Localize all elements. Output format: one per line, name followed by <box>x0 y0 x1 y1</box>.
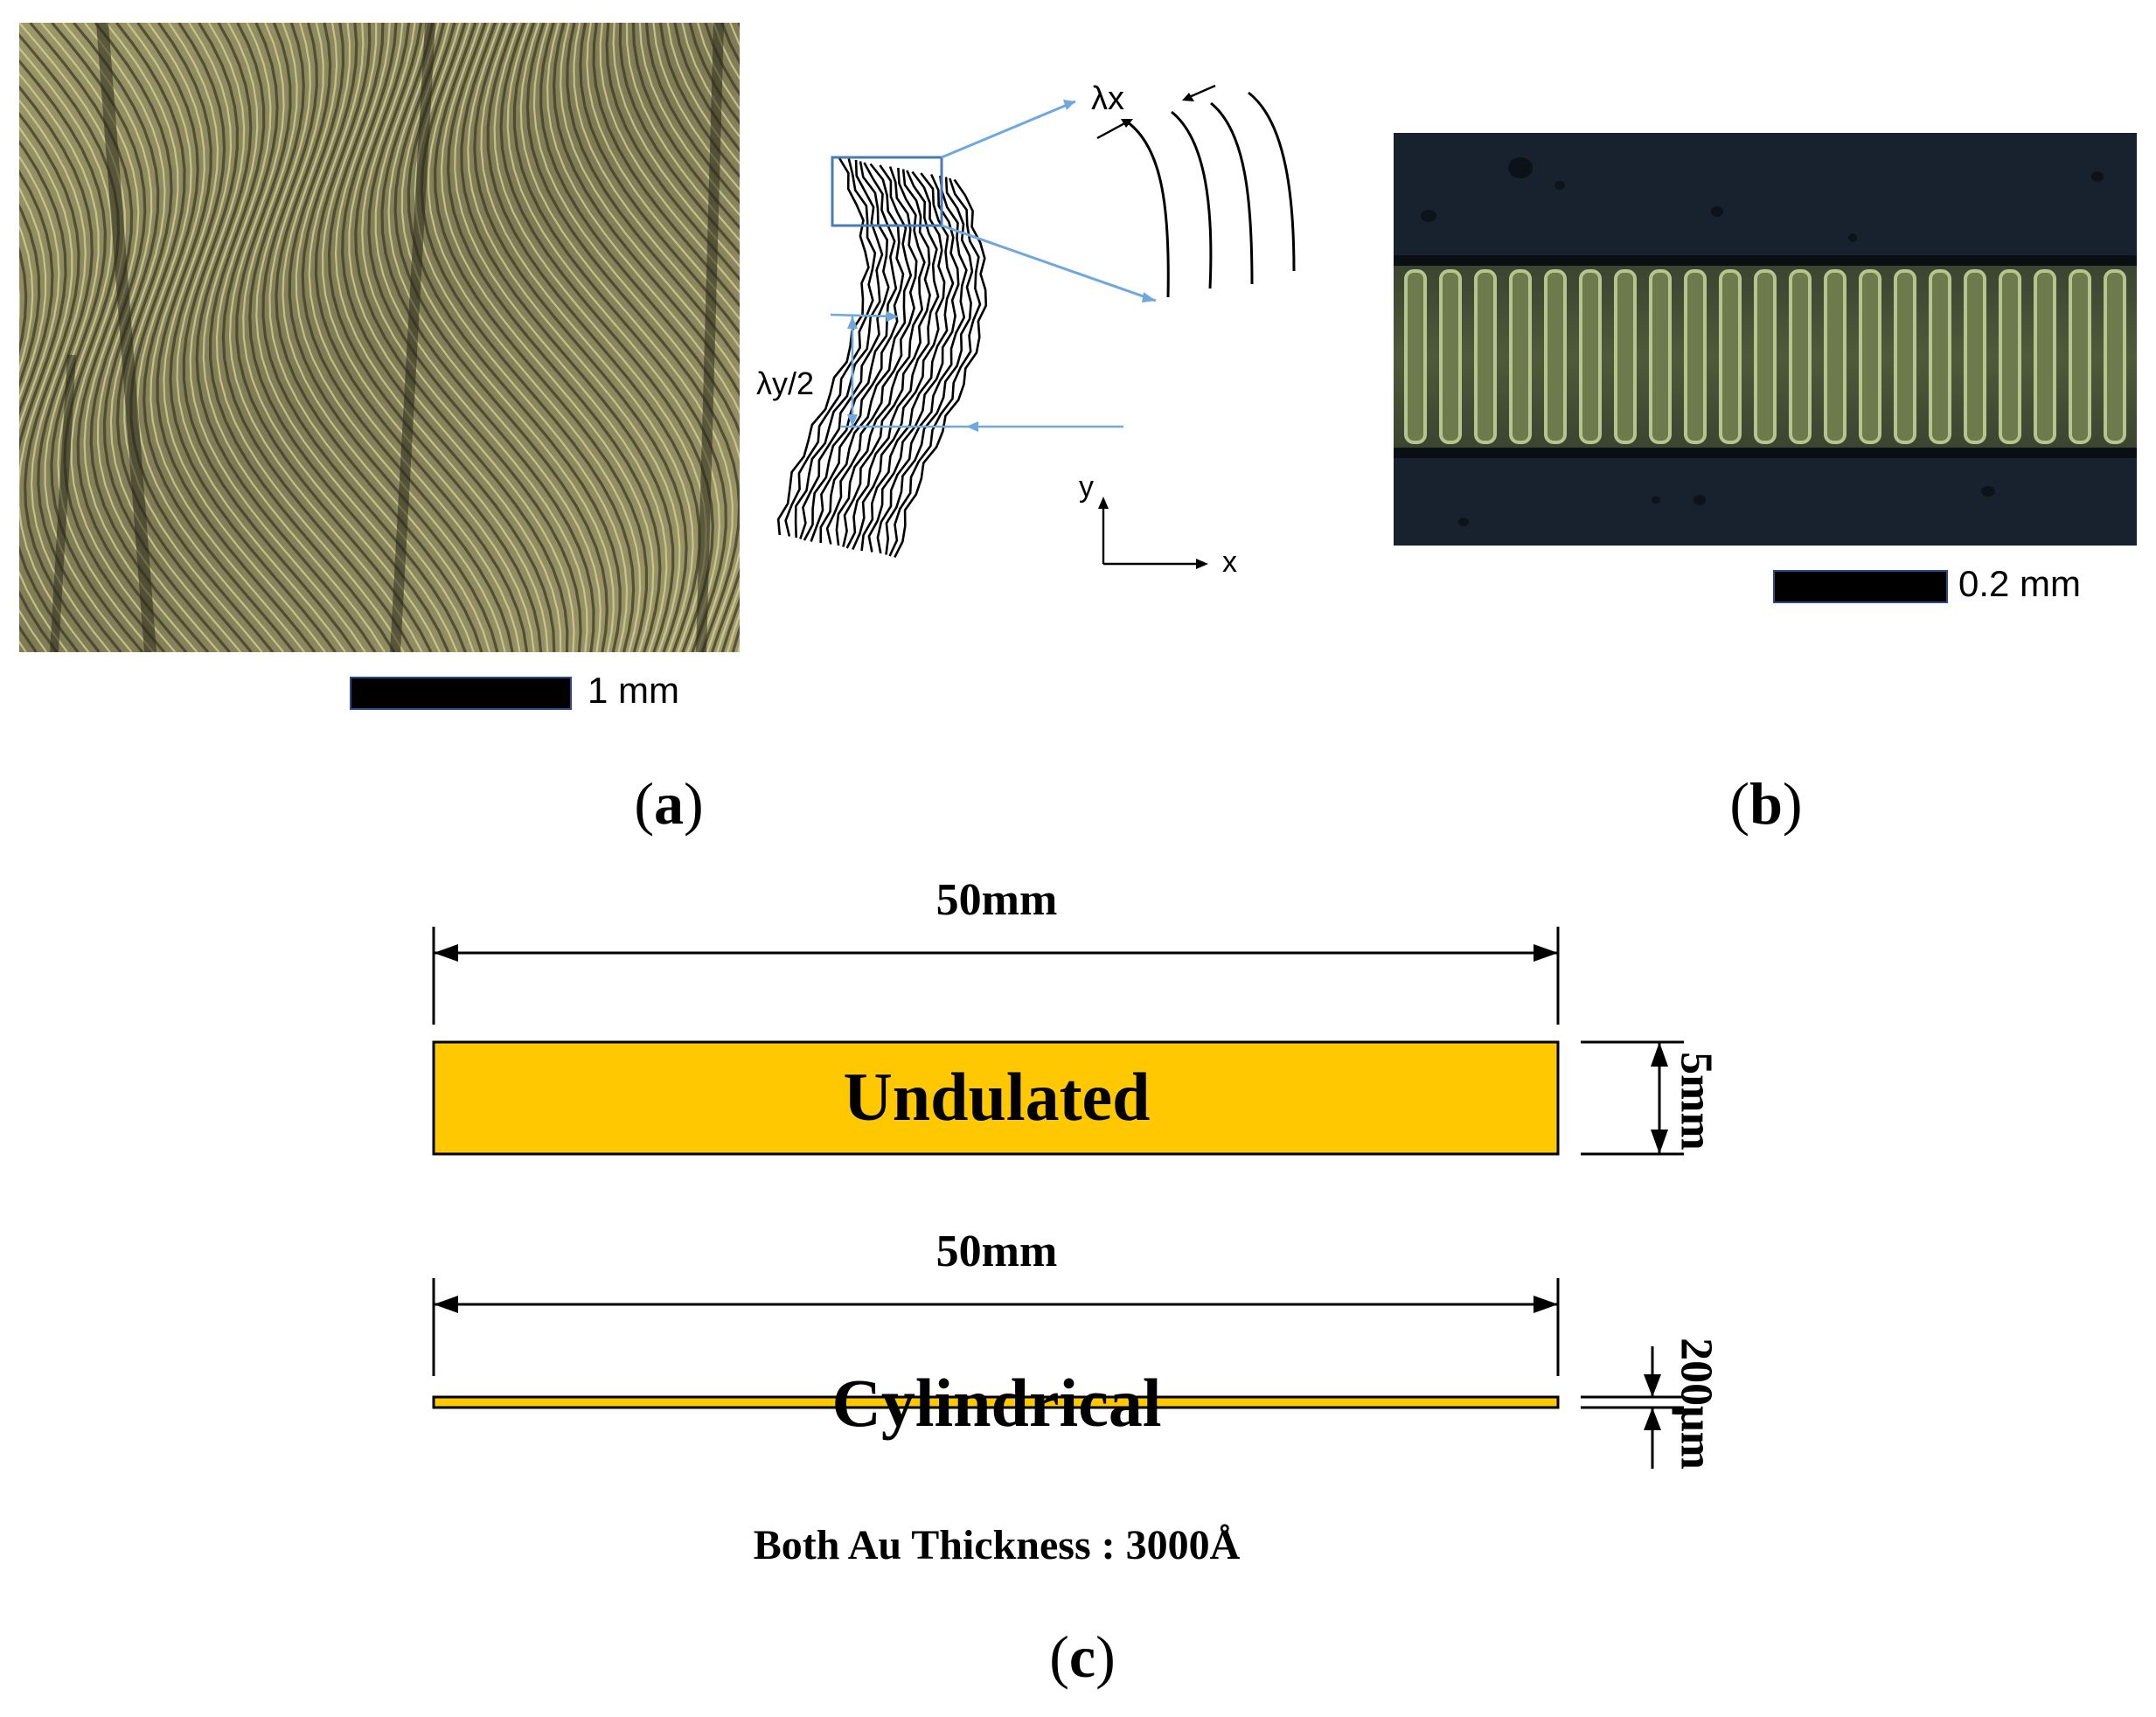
cylindrical-height-label: 200μm <box>1671 1338 1721 1470</box>
lambda-x-label: λx <box>1091 80 1124 117</box>
wrinkle-micrograph-image <box>19 23 740 652</box>
panel-label-a: (a) <box>634 770 704 837</box>
panel-b-micrograph <box>1394 133 2156 546</box>
zoom-line-top <box>941 100 1076 159</box>
scale-bar-b <box>1773 570 1948 603</box>
cylindrical-width-label: 50mm <box>935 1227 1058 1276</box>
strip-micrograph-image <box>1394 133 2156 546</box>
cylindrical-strip <box>432 1395 1560 1409</box>
magnified-wrinkles <box>1127 91 1296 298</box>
zoom-box <box>831 156 943 227</box>
sample-dimensions-drawing <box>432 927 1684 1469</box>
undulated-strip <box>432 1040 1560 1156</box>
panel-a-micrograph <box>19 23 740 652</box>
panel-label-b: (b) <box>1729 770 1803 837</box>
scale-bar-a <box>350 677 572 710</box>
axis-x-label: x <box>1222 546 1237 579</box>
panel-c-drawing <box>420 918 1757 1477</box>
au-thickness-note: Both Au Thickness : 3000Å <box>753 1522 1241 1568</box>
panel-label-c: (c) <box>1049 1623 1116 1690</box>
lambda-y-label: λy/2 <box>756 365 815 401</box>
schematic-drawing <box>776 84 1296 569</box>
undulated-height-label: 5mm <box>1671 1052 1721 1150</box>
wrinkle-schematic <box>752 79 1320 586</box>
undulated-strip-label: Undulated <box>843 1059 1151 1135</box>
zoom-line-bottom <box>941 224 1157 302</box>
undulated-width-label: 50mm <box>935 875 1058 925</box>
cylindrical-strip-label: Cylindrical <box>831 1365 1162 1441</box>
scale-bar-a-label: 1 mm <box>588 670 679 711</box>
axis-y-label: y <box>1079 470 1094 504</box>
scale-bar-b-label: 0.2 mm <box>1958 563 2082 604</box>
